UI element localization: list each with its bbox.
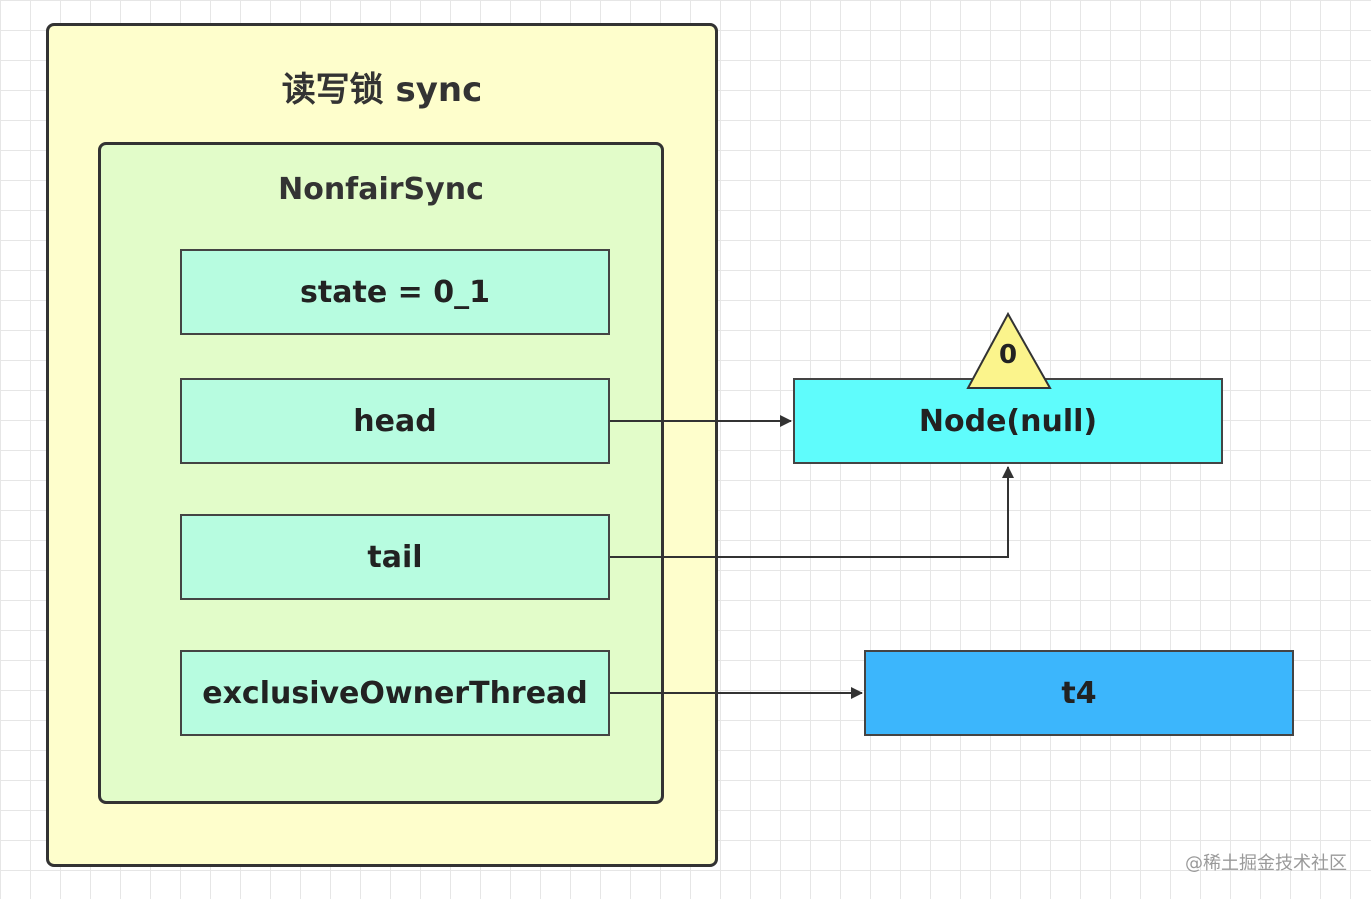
head-field: head bbox=[180, 378, 610, 464]
wait-status-triangle bbox=[966, 311, 1052, 389]
exclusive-owner-thread-label: exclusiveOwnerThread bbox=[202, 675, 588, 711]
sync-title: 读写锁 sync bbox=[281, 70, 483, 110]
head-field-label: head bbox=[353, 403, 437, 439]
tail-field-label: tail bbox=[367, 539, 423, 575]
thread-t4-label: t4 bbox=[1061, 675, 1097, 711]
watermark: @稀土掘金技术社区 bbox=[1185, 853, 1347, 874]
state-field-label: state = 0_1 bbox=[300, 274, 490, 310]
state-field: state = 0_1 bbox=[180, 249, 610, 335]
tail-field: tail bbox=[180, 514, 610, 600]
null-node: Node(null) bbox=[793, 378, 1223, 464]
exclusive-owner-thread-field: exclusiveOwnerThread bbox=[180, 650, 610, 736]
thread-t4: t4 bbox=[864, 650, 1294, 736]
nonfair-sync-title: NonfairSync bbox=[278, 172, 484, 207]
wait-status-label: 0 bbox=[998, 340, 1018, 370]
tail-arrow bbox=[610, 466, 1014, 558]
null-node-label: Node(null) bbox=[918, 403, 1098, 439]
